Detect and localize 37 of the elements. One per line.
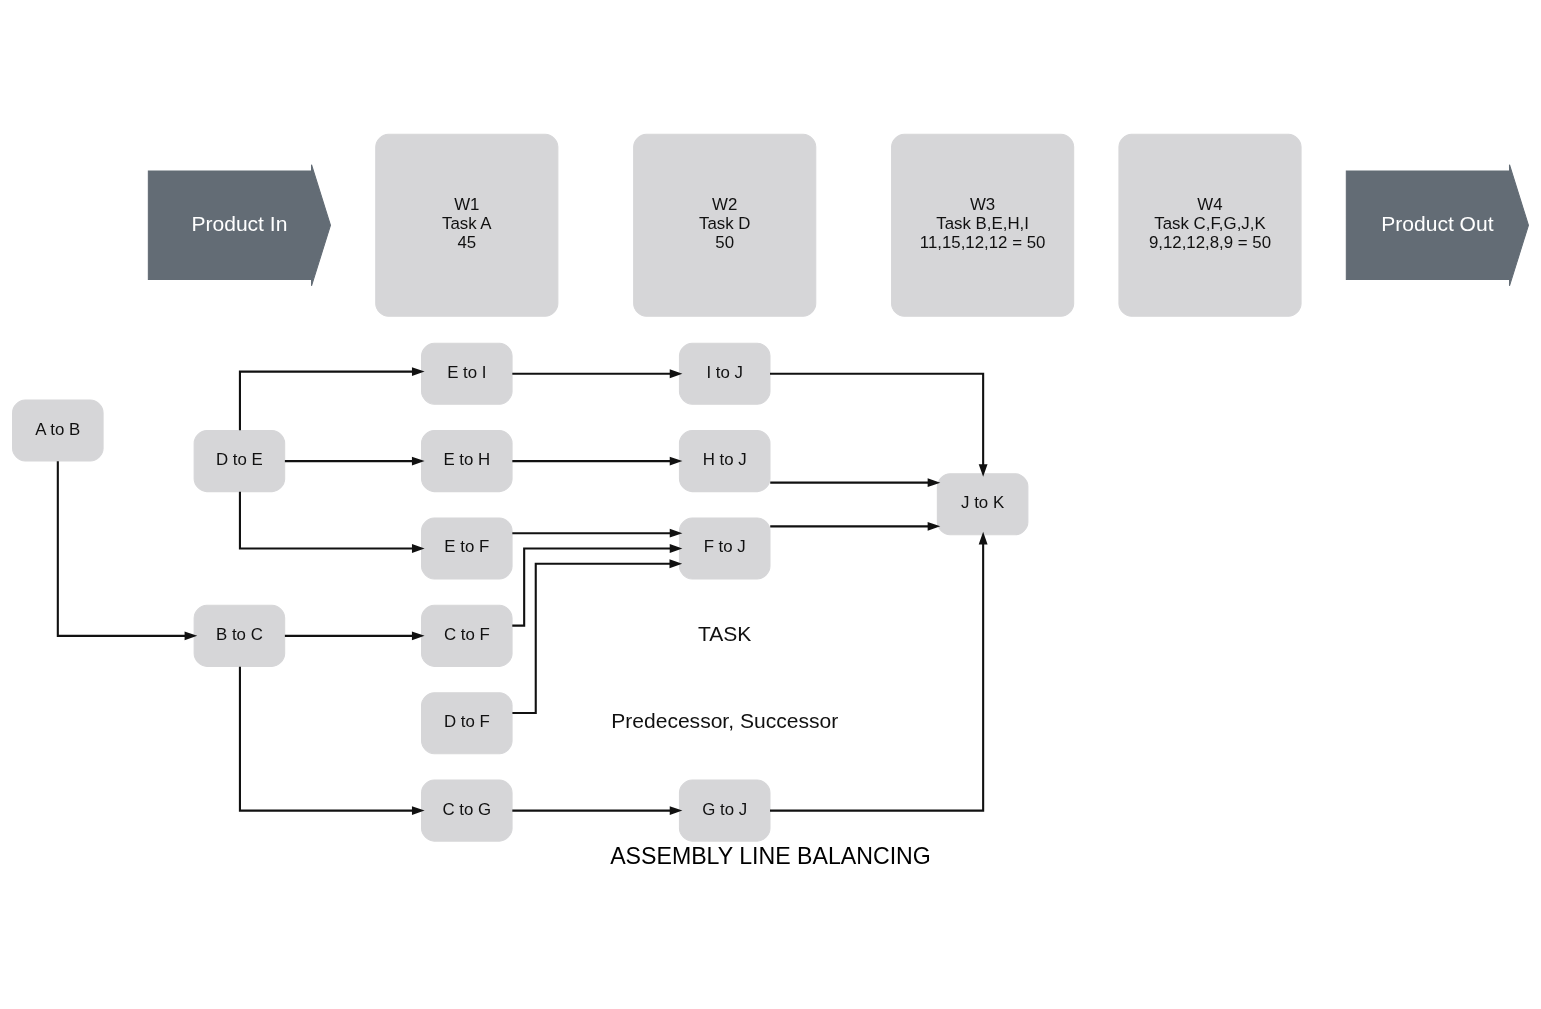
label: TASK xyxy=(698,622,752,646)
arrow xyxy=(238,367,425,431)
node-box: A to B xyxy=(12,399,104,462)
node-box: C to F xyxy=(421,604,513,667)
node-box: E to I xyxy=(421,342,513,405)
arrow xyxy=(770,521,941,531)
node-box: G to J xyxy=(678,779,771,842)
node-box: W3 Task B,E,H,I 11,15,12,12 = 50 xyxy=(891,133,1075,317)
node-box: E to H xyxy=(421,430,513,493)
arrow xyxy=(56,461,198,641)
arrow xyxy=(770,478,941,488)
node-box: H to J xyxy=(678,430,771,493)
arrow xyxy=(770,531,988,812)
arrow xyxy=(512,559,683,715)
node-box: D to E xyxy=(193,430,286,493)
node-box: W4 Task C,F,G,J,K 9,12,12,8,9 = 50 xyxy=(1118,133,1302,317)
label: Predecessor, Successor xyxy=(611,709,839,733)
arrow xyxy=(512,369,683,379)
node-box: J to K xyxy=(936,473,1029,536)
arrow xyxy=(512,456,683,466)
arrow xyxy=(284,631,425,641)
arrow xyxy=(512,806,683,815)
node-box: I to J xyxy=(678,342,771,405)
node-box: W1 Task A 45 xyxy=(375,133,559,317)
arrow xyxy=(512,544,683,627)
node-box: D to F xyxy=(421,692,513,755)
node-box: E to F xyxy=(421,517,513,580)
node-box: W2 Task D 50 xyxy=(633,133,817,317)
arrow xyxy=(238,491,425,553)
caption: ASSEMBLY LINE BALANCING xyxy=(610,842,931,869)
arrow xyxy=(238,666,425,815)
arrow xyxy=(770,372,988,477)
arrow xyxy=(512,528,683,538)
node-box: B to C xyxy=(193,604,286,667)
node-box: C to G xyxy=(421,779,513,842)
node-box: F to J xyxy=(678,517,771,580)
arrow xyxy=(284,456,425,466)
